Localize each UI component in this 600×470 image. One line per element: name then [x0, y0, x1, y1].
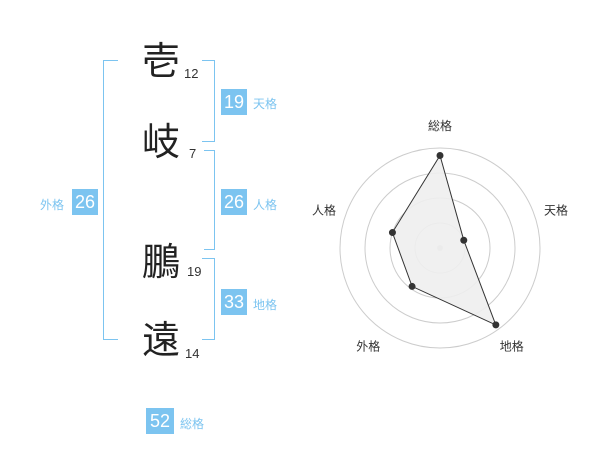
- gaikaku-value: 26: [72, 189, 98, 215]
- gaikaku-bracket: [103, 60, 118, 340]
- radar-value-polygon: [391, 154, 497, 326]
- stroke-count-4: 14: [185, 346, 200, 361]
- name-char-2: 岐: [142, 120, 181, 164]
- radar-axis-label-4: 外格: [356, 339, 380, 354]
- stroke-count-1: 12: [184, 66, 199, 81]
- radar-point-1: [436, 152, 444, 159]
- gaikaku-label: 外格: [40, 198, 65, 212]
- radar-axis-label-1: 総格: [428, 118, 452, 133]
- name-char-4: 遠: [142, 318, 181, 362]
- chikaku-bracket: [202, 258, 215, 340]
- tenkaku-bracket: [202, 60, 215, 142]
- tenkaku-label: 天格: [253, 97, 278, 111]
- chikaku-label: 地格: [253, 298, 278, 312]
- tenkaku-value: 19: [221, 89, 247, 115]
- name-char-1: 壱: [142, 39, 181, 83]
- stroke-count-2: 7: [189, 146, 197, 161]
- jinkaku-value: 26: [221, 189, 247, 215]
- radar-axis-label-3: 地格: [500, 339, 524, 354]
- jinkaku-bracket: [204, 150, 215, 250]
- name-char-3: 鵬: [142, 240, 181, 284]
- soukaku-label: 総格: [180, 417, 205, 431]
- jinkaku-label: 人格: [253, 198, 278, 212]
- radar-point-3: [492, 321, 500, 329]
- radar-point-5: [388, 229, 396, 237]
- radar-ring-4: [339, 147, 541, 349]
- chikaku-value: 33: [221, 289, 247, 315]
- radar-point-4: [408, 282, 416, 290]
- radar-axis-label-5: 人格: [312, 202, 336, 217]
- radar-axis-label-2: 天格: [544, 202, 568, 217]
- radar-point-2: [460, 236, 468, 244]
- stroke-count-3: 19: [187, 264, 202, 279]
- soukaku-value: 52: [146, 408, 174, 434]
